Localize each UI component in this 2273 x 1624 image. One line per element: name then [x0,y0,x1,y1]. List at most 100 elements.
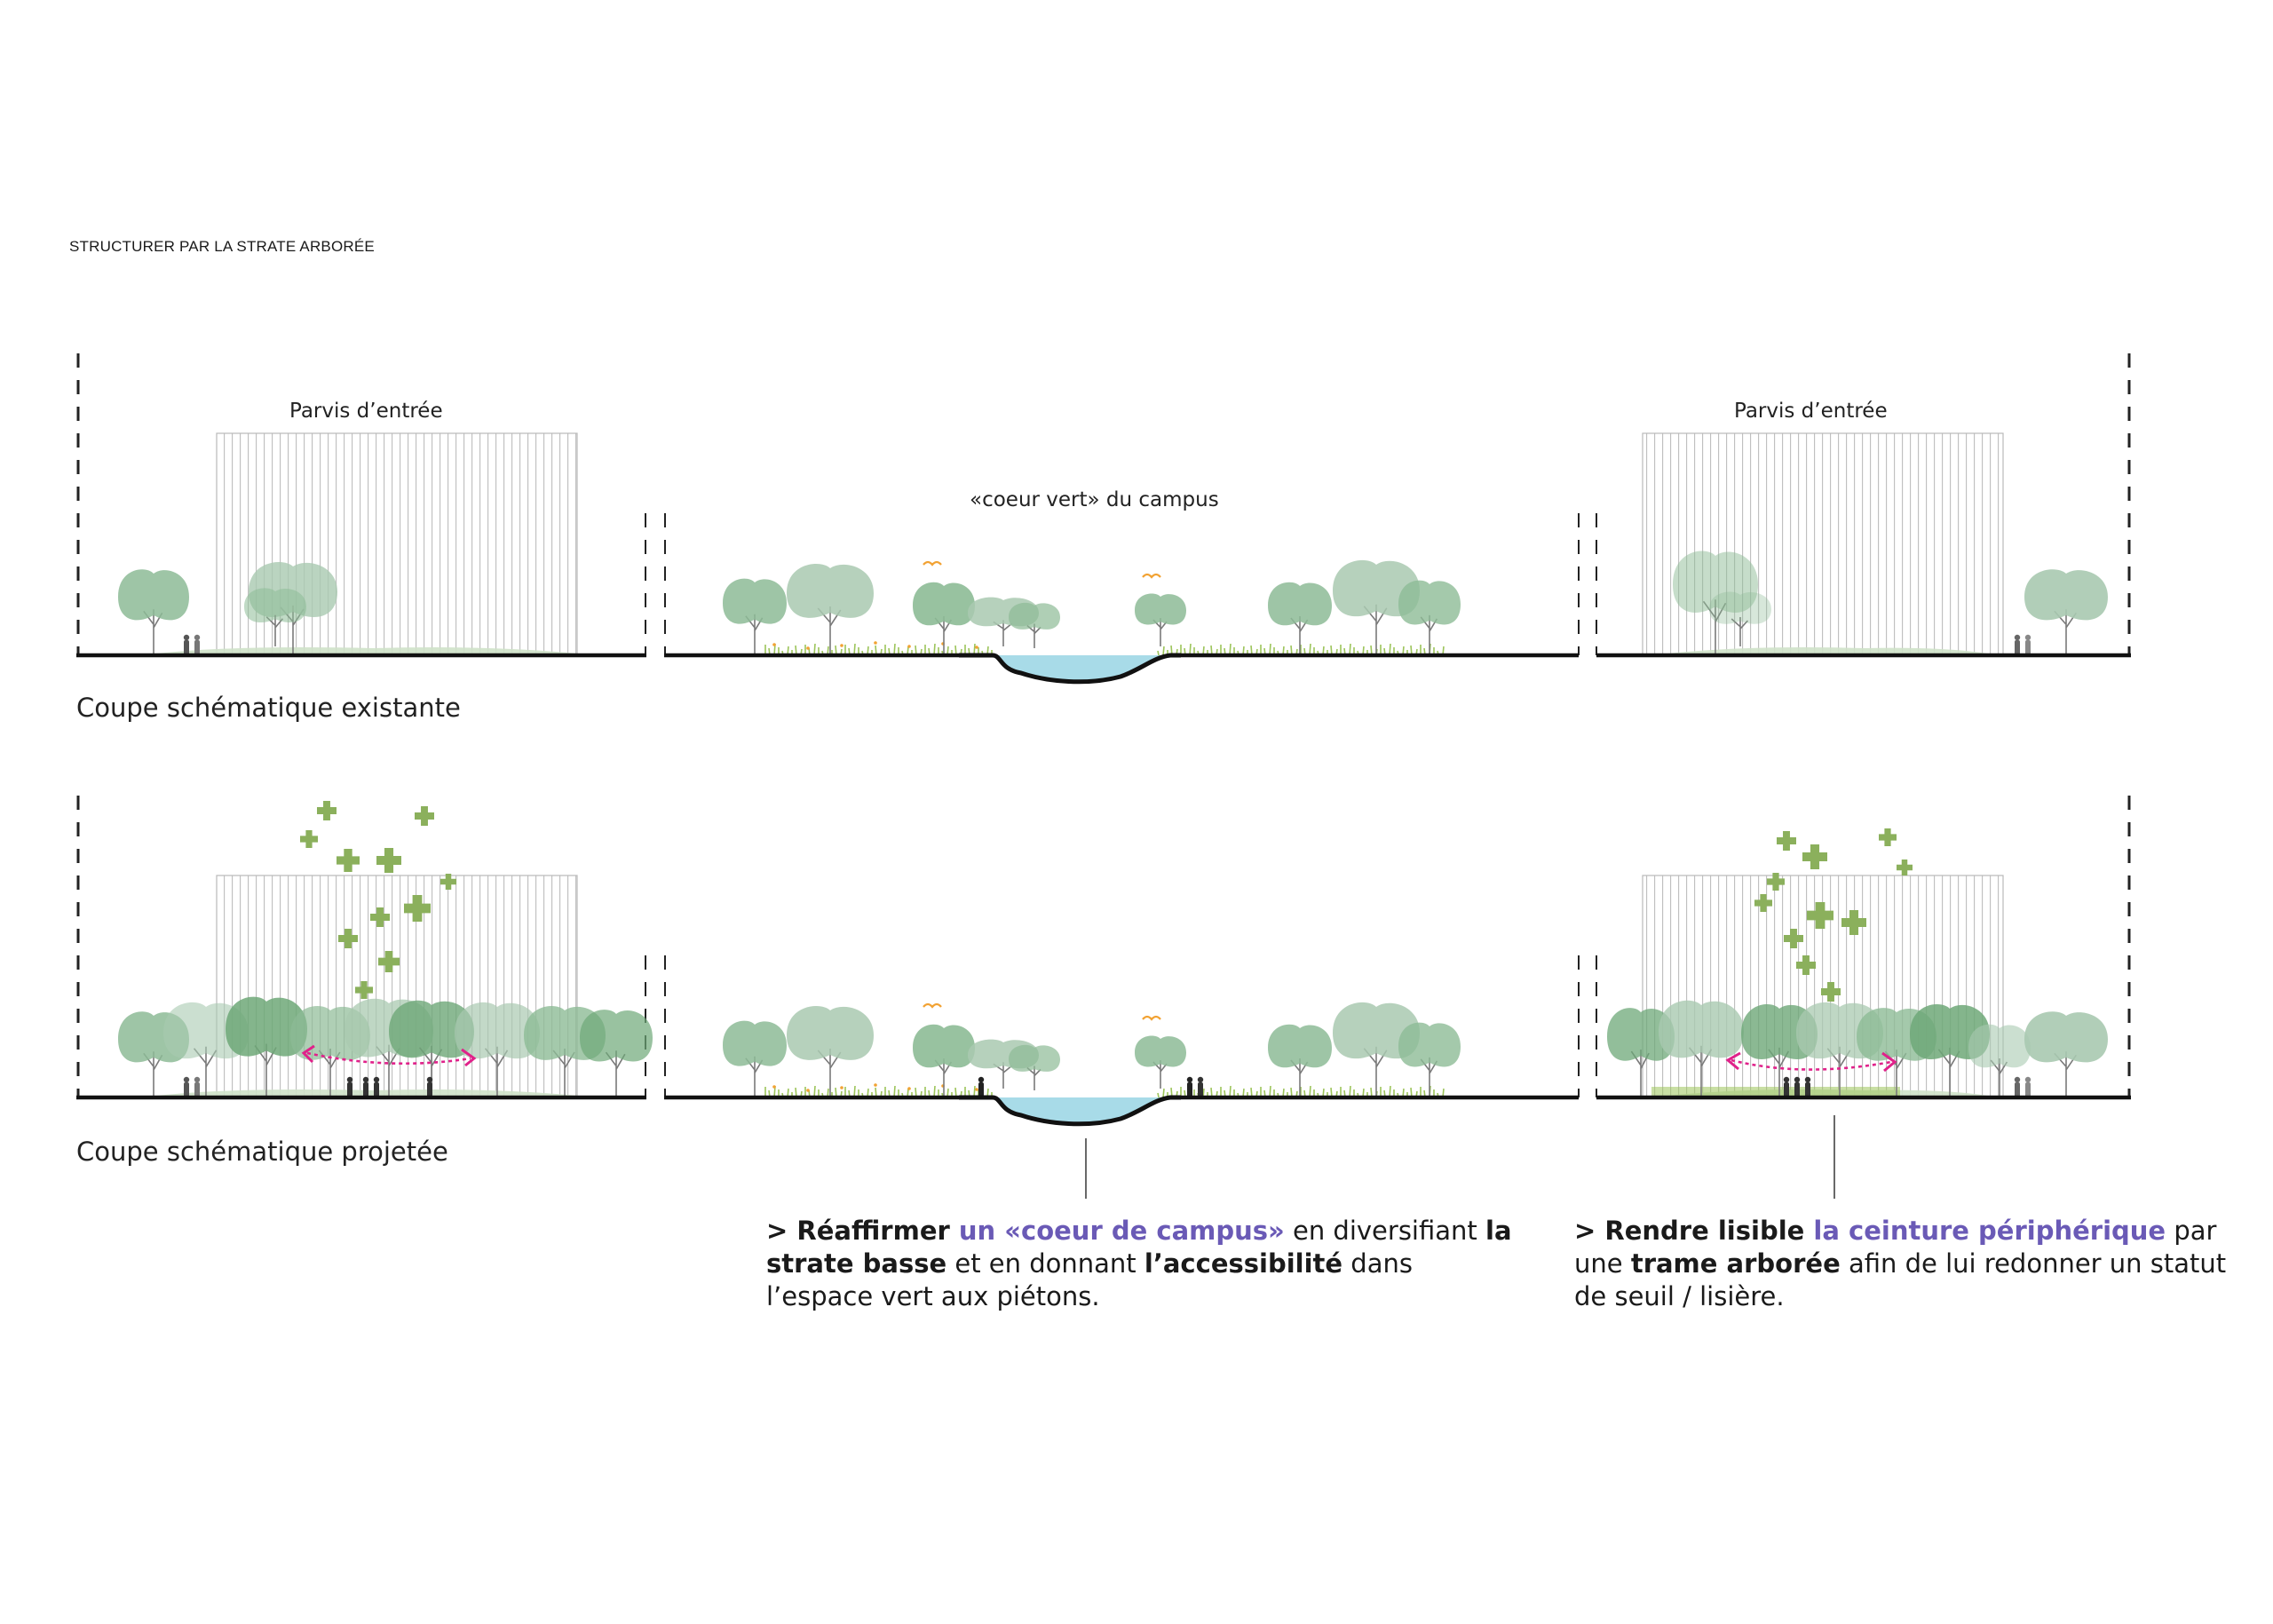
pedestrian-head [1197,1076,1204,1083]
grass-strip [764,1085,993,1098]
tree [1607,1008,1675,1097]
note-center-bold-1: la strate basse [766,1216,1512,1279]
tree-canopy [1709,591,1771,624]
pedestrian-head [1783,1076,1790,1083]
note-center-highlight: un «coeur de campus» [958,1216,1285,1246]
pedestrian-head [373,1076,380,1083]
pedestrian-head [2024,634,2031,641]
pedestrian-head [183,1076,190,1083]
tree-canopy [455,1002,540,1059]
tree-trunk [1730,617,1748,646]
pedestrian-body [194,1082,200,1097]
circulation-arrow [1730,1058,1892,1071]
flower-dot [975,1088,978,1091]
tree-canopy [1607,1008,1675,1061]
flower-dot [874,641,877,645]
flower-dot [874,1083,877,1087]
plus-cross-icon [404,895,431,922]
building-facade [216,875,578,1098]
tree-canopy [226,996,307,1057]
tree [1659,1000,1744,1097]
pedestrian-head [1794,1076,1801,1083]
pond-water [993,655,1170,682]
tree [723,1020,787,1097]
note-right-highlight: la ceinture périphérique [1813,1216,2166,1246]
plus-cross-icon [378,951,400,973]
tree [118,569,189,655]
bird-icon [1142,1015,1161,1021]
arrow-head-right-icon [1881,1051,1897,1073]
tree-canopy [1398,1022,1461,1067]
tree-canopy [163,1002,249,1059]
plus-cross-icon [376,848,401,874]
pedestrian-figure [346,1076,353,1097]
plus-cross-icon [1841,910,1866,935]
tree-canopy [389,1000,474,1058]
tree-canopy [2024,569,2108,621]
pond-water [993,1097,1170,1124]
note-ceinture: > Rendre lisible la ceinture périphériqu… [1574,1215,2236,1313]
plus-cross-icon [1821,982,1841,1002]
tree-canopy [1268,582,1332,626]
note-coeur-campus: > Réaffirmer un «coeur de campus» en div… [766,1215,1521,1313]
plus-cross-icon [337,849,360,872]
pedestrian-head [2024,1076,2031,1083]
pedestrian-figure [1186,1076,1193,1097]
pedestrian-head [194,634,201,641]
tree-canopy [723,578,787,624]
caption-projected: Coupe schématique projetée [76,1137,448,1167]
page-title: STRUCTURER PAR LA STRATE ARBORÉE [69,238,375,255]
pedestrian-body [184,640,189,655]
note-center-text-1: en diversifiant [1284,1216,1485,1246]
pedestrian-head [2014,634,2021,641]
plus-cross-icon [1802,844,1827,870]
tree [1135,1035,1186,1089]
tree-canopy [244,588,306,623]
plus-cross-icon [355,981,373,999]
tree-canopy [2024,1011,2108,1063]
pond-ground-line [959,1095,1181,1127]
pedestrian-figure [194,634,201,655]
pedestrian-body [184,1082,189,1097]
pedestrian-figure [978,1076,985,1097]
tree [1709,591,1771,646]
tree [163,1002,249,1097]
note-center-bold-2: l’accessibilité [1144,1248,1343,1279]
plus-cross-icon [1897,860,1913,875]
pedestrian-body [2015,640,2020,655]
circulation-arrow [306,1051,471,1066]
label-parvis-left: Parvis d’entrée [289,400,443,423]
tree [1268,1024,1332,1097]
tree [1968,1024,2031,1097]
pedestrian-body [2025,1082,2031,1097]
plus-cross-icon [1777,831,1797,851]
pedestrian-figure [2024,1076,2031,1097]
pedestrian-figure [1804,1076,1811,1097]
arrow-head-right-icon [461,1048,477,1067]
tree-canopy [1333,559,1420,617]
flower-dot [907,1087,911,1090]
plus-cross-icon [1796,955,1817,976]
caption-existing: Coupe schématique existante [76,693,461,723]
tree-canopy [913,1024,975,1068]
tree [1741,1003,1818,1097]
pedestrian-body [363,1082,368,1097]
pedestrian-head [194,1076,201,1083]
arrow-head-left-icon [301,1044,315,1064]
pedestrian-body [1794,1082,1800,1097]
tree [1009,1044,1060,1090]
flower-dot [907,645,911,648]
pedestrian-body [1784,1082,1789,1097]
pedestrian-head [2014,1076,2021,1083]
building-facade [1642,432,2004,656]
note-right-text-1: par une [1574,1216,2217,1279]
plus-cross-icon [317,801,337,820]
note-center-text-2: et en donnant [946,1248,1144,1279]
pedestrian-body [427,1082,432,1097]
tree-canopy [787,1006,874,1060]
plus-cross-icon [370,907,391,928]
pedestrian-figure [183,1076,190,1097]
tree-canopy [787,564,874,618]
tree-canopy [913,582,975,626]
